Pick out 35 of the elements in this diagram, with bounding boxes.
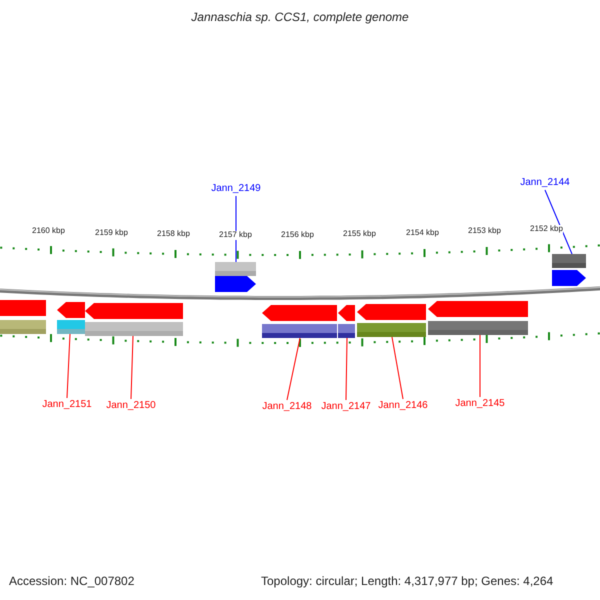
scale-label: 2155 kbp xyxy=(343,230,376,239)
leader-line xyxy=(286,338,300,400)
gene-label: Jann_2146 xyxy=(373,400,433,412)
leader-line xyxy=(392,336,404,400)
scale-label: 2160 kbp xyxy=(32,227,65,236)
leader-line xyxy=(346,338,348,400)
gene-label: Jann_2151 xyxy=(37,399,97,411)
scale-label: 2153 kbp xyxy=(468,227,501,236)
scale-label: 2158 kbp xyxy=(157,230,190,239)
footer-text: Topology: circular; Length: 4,317,977 bp; Genes: 4,264 xyxy=(261,575,554,588)
scale-label: 2156 kbp xyxy=(281,231,314,240)
gene-label: Jann_2147 xyxy=(316,401,376,413)
gene-drawing xyxy=(428,301,528,335)
gene-drawing xyxy=(552,254,586,286)
scale-label: 2157 kbp xyxy=(219,231,252,240)
gene-label: Jann_2149 xyxy=(206,183,266,195)
gene-drawing xyxy=(338,305,355,338)
scale-label: 2152 kbp xyxy=(530,225,563,234)
gene-drawing xyxy=(57,302,85,334)
gene-drawing xyxy=(357,304,426,337)
footer-text: Accession: NC_007802 xyxy=(9,575,134,588)
leader-line xyxy=(66,334,70,398)
gene-label: Jann_2150 xyxy=(101,400,161,412)
diagram-title: Jannaschia sp. CCS1, complete genome xyxy=(190,10,410,24)
scale-label: 2159 kbp xyxy=(95,229,128,238)
gene-label: Jann_2148 xyxy=(257,401,317,413)
leader-line xyxy=(544,190,572,254)
gene-label: Jann_2144 xyxy=(515,177,575,189)
gene-label: Jann_2145 xyxy=(450,398,510,410)
gene-drawing xyxy=(0,300,46,334)
gene-drawing xyxy=(85,303,183,336)
scale-label: 2154 kbp xyxy=(406,229,439,238)
leader-line xyxy=(130,336,134,400)
gene-drawing xyxy=(262,305,337,338)
gene-drawing xyxy=(215,262,256,292)
